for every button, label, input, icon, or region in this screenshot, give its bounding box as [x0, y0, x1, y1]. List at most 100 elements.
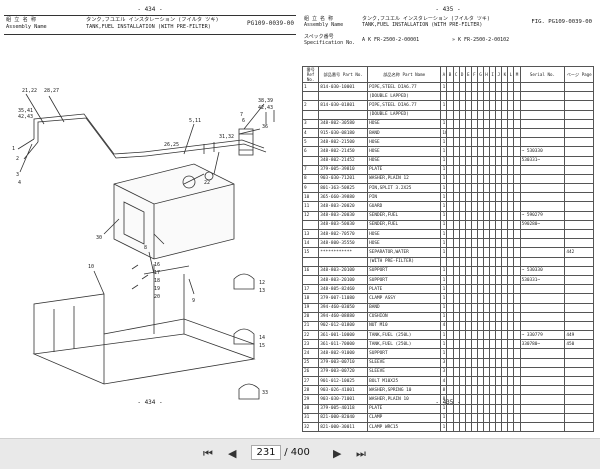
cell-page — [564, 284, 594, 295]
cell-part-no — [318, 91, 369, 102]
callout: 19 — [154, 286, 160, 292]
cell-qty-empty — [513, 137, 521, 148]
cell-page — [564, 219, 594, 231]
cell-page — [564, 357, 594, 368]
cell-serial — [519, 137, 566, 148]
cell-part-name: BAND — [367, 302, 442, 313]
cell-part-name: SLEEVE — [367, 357, 442, 368]
cell-ref-no: 10 — [301, 192, 320, 203]
cell-part-no: 379-007-11080 — [318, 293, 369, 304]
last-page-button[interactable]: ⏭ — [356, 447, 366, 460]
callout: 12 — [259, 280, 265, 286]
cell-ref-no: 11 — [301, 201, 320, 212]
cell-part-name: PIN,SPLIT 3.2X25 — [367, 183, 442, 194]
right-header-title-en: TANK,FUEL INSTALLATION (WITH PRE-FILTER) — [362, 22, 483, 28]
callout: 7 — [240, 112, 243, 118]
right-header: 組 立 名 称 Assembly Name タンク,フユエル インスタレーション… — [302, 16, 594, 50]
cell-ref-no: 8 — [301, 173, 320, 185]
cell-page — [564, 109, 594, 120]
cell-page: 450 — [564, 339, 594, 350]
cell-page — [564, 302, 594, 313]
cell-part-no: 903-030-71201 — [318, 173, 369, 185]
cell-serial — [519, 348, 566, 359]
callout: 16 — [154, 262, 160, 268]
cell-qty-empty — [513, 173, 521, 185]
cell-qty-empty — [513, 421, 521, 433]
cell-part-name: WASHER,SPRING 10 — [367, 385, 442, 396]
cell-part-no: 902-012-01800 — [318, 320, 369, 332]
left-header-title-jp: タンク,フユエル インスタレーション (フイルタ ツキ) — [86, 17, 219, 23]
cell-part-no: 361-001-10000 — [318, 330, 369, 341]
page-number-input[interactable]: 231 — [251, 445, 281, 460]
cell-page — [564, 265, 594, 276]
spec-label-en: Specification No. — [304, 40, 356, 46]
cell-ref-no: 17 — [301, 284, 320, 295]
cell-part-no: 821-000-30011 — [318, 421, 369, 433]
cell-part-name: PIPE,STEEL DIA6.77 — [367, 100, 442, 111]
callout: 5,11 — [189, 118, 201, 124]
first-page-button[interactable]: ⏮ — [203, 447, 213, 460]
callout: 21,22 — [22, 88, 37, 94]
cell-page — [564, 412, 594, 423]
cell-part-name: PIPE,STEEL DIA6.77 — [367, 81, 442, 93]
cell-ref-no: 31 — [301, 412, 320, 423]
table-row: (DOUBLE LAPPED) — [301, 91, 594, 102]
callout: 9 — [192, 298, 195, 304]
cell-serial — [519, 293, 566, 304]
cell-serial — [519, 228, 566, 240]
cell-ref-no: 1 — [301, 81, 320, 93]
cell-qty-empty — [513, 228, 521, 240]
cell-page — [564, 155, 594, 166]
cell-serial — [519, 164, 566, 175]
cell-serial — [519, 366, 566, 378]
cell-part-no: 348-802-21500 — [318, 137, 369, 148]
callout: 42,43 — [18, 114, 33, 120]
cell-serial: ~ 590279 — [519, 210, 566, 221]
cell-page — [564, 137, 594, 148]
cell-part-no: ************ — [318, 247, 369, 258]
cell-page — [564, 274, 594, 286]
cell-part-name: SUPPORT — [367, 265, 442, 276]
cell-ref-no: 15 — [301, 247, 320, 258]
next-page-button[interactable]: ▶ — [333, 447, 342, 460]
callout: 28,27 — [44, 88, 59, 94]
cell-serial — [519, 412, 566, 423]
cell-part-name: SEPARATOR,WATER — [367, 247, 442, 258]
cell-ref-no — [301, 219, 320, 231]
prev-page-button[interactable]: ◀ — [228, 447, 237, 460]
callout: 35,41 — [18, 108, 33, 114]
left-bottom-page-number: - 434 - — [137, 399, 163, 406]
cell-part-no — [318, 109, 369, 120]
cell-ref-no: 24 — [301, 348, 320, 359]
callout: 33 — [262, 390, 268, 396]
cell-ref-no: 18 — [301, 293, 320, 304]
cell-part-name: CLAMP — [367, 412, 442, 423]
cell-part-name: (DOUBLE LAPPED) — [367, 109, 442, 120]
cell-part-no: 814-030-01801 — [318, 100, 369, 111]
cell-part-no: 814-030-10001 — [318, 81, 369, 93]
cell-page — [564, 173, 594, 185]
cell-part-no: 821-000-82040 — [318, 412, 369, 423]
cell-part-name: SUPPORT — [367, 274, 442, 286]
cell-qty-empty — [513, 127, 521, 139]
cell-page — [564, 100, 594, 111]
cell-page — [564, 192, 594, 203]
callout: 4 — [18, 180, 21, 186]
cell-page — [564, 375, 594, 387]
cell-serial — [519, 256, 566, 267]
cell-ref-no: 2 — [301, 100, 320, 111]
cell-serial: ~ 530330 — [519, 146, 566, 157]
cell-serial: ~ 330779 — [519, 330, 566, 341]
cell-page — [564, 385, 594, 396]
